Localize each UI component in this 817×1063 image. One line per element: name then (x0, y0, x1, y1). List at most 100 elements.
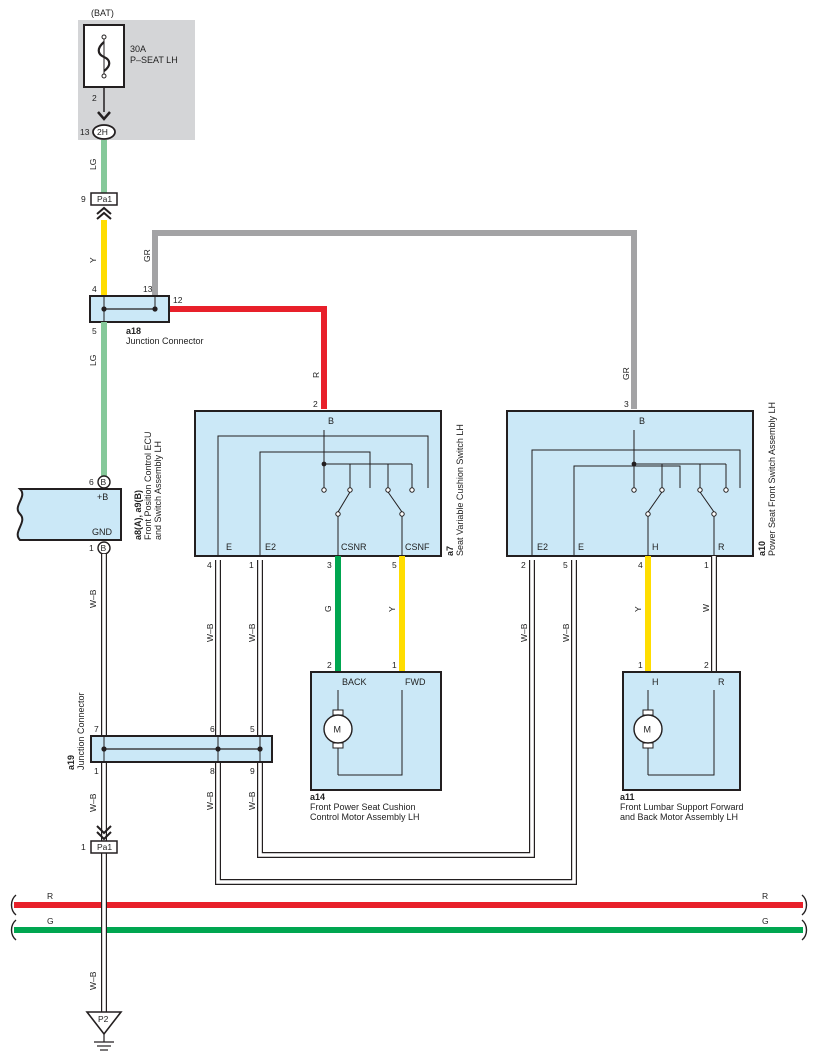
a18-pin-out: 5 (92, 326, 97, 336)
a19-pin-mid-bottom: 8 (210, 766, 215, 776)
a10-term-h: H (652, 542, 659, 552)
fuse-icon (97, 34, 111, 79)
a18-junction-connector: 13 12 5 a18 Junction Connector (89, 284, 204, 346)
a19-name: Junction Connector (76, 692, 86, 770)
a14-pin-fwd: 1 (392, 660, 397, 670)
a10-term-e2: E2 (537, 542, 548, 552)
a11-motor-stub-top (642, 709, 654, 716)
connector-pa1-top-chevron-icon (96, 206, 112, 220)
a11-name-line1: Front Lumbar Support Forward (620, 802, 744, 812)
ecu-name-line2: and Switch Assembly LH (153, 441, 163, 540)
a14-motor-label: M (334, 725, 342, 735)
ecu-connector-top-icon (97, 475, 111, 489)
connector-pa1-bottom (90, 840, 118, 854)
a10-term-e: E (578, 542, 584, 552)
connector-pa1-bottom-chevron-icon (96, 825, 112, 841)
wire-label-w-r: W (701, 604, 711, 612)
ecu-conn-letter-bottom: B (101, 543, 107, 553)
a11-name-line2: and Back Motor Assembly LH (620, 812, 738, 822)
a14-motor-stub-bottom (332, 742, 344, 749)
a18-pin-in: 4 (92, 284, 97, 294)
a19-pin-right-top: 5 (250, 724, 255, 734)
a7-box (194, 410, 442, 557)
a7-pin-e2: 1 (249, 560, 254, 570)
bus-left-break-icon (10, 894, 17, 941)
a19-id: a19 (66, 755, 76, 770)
connector-2h-icon (97, 111, 111, 121)
wire-label-y-top: Y (88, 257, 98, 263)
connector-pa1-top-pin: 9 (81, 194, 86, 204)
a10-pin-r: 1 (704, 560, 709, 570)
wire-label-y-h: Y (633, 606, 643, 612)
bus-right-break-icon (801, 894, 808, 941)
bus-label-g-right: G (762, 916, 769, 926)
ground-triangle-icon (85, 1011, 123, 1036)
a14-name-line1: Front Power Seat Cushion (310, 802, 416, 812)
a11-pin-r: 2 (704, 660, 709, 670)
ecu-plus-b: +B (97, 492, 108, 502)
connector-2h (92, 124, 116, 140)
fuse-amperage: 30A (130, 44, 146, 54)
a7-pin-e: 4 (207, 560, 212, 570)
wire-label-wb-e-a7-low: W–B (205, 791, 215, 810)
ecu-name-line1: Front Position Control ECU (143, 431, 153, 540)
a11-motor-icon (633, 714, 663, 744)
connector-pa1-bottom-label: Pa1 (97, 842, 112, 852)
wire-label-r-mid: R (311, 372, 321, 378)
a7-term-b: B (328, 416, 334, 426)
wire-label-wb-e-a7: W–B (205, 623, 215, 642)
a10-pin-b: 3 (624, 399, 629, 409)
a7-name: Seat Variable Cushion Switch LH (455, 424, 465, 556)
bus-label-r-right: R (762, 891, 768, 901)
a14-term-fwd: FWD (405, 677, 426, 687)
wire-label-lg-mid: LG (88, 355, 98, 366)
a10-pin-e2: 2 (521, 560, 526, 570)
a14-motor-icon (323, 714, 353, 744)
a19-pin-left-bottom: 1 (94, 766, 99, 776)
wire-label-y-csnf: Y (387, 606, 397, 612)
bus-lines: R R G G (10, 891, 808, 941)
a7-term-e: E (226, 542, 232, 552)
wire-label-gr-left: GR (142, 249, 152, 262)
a10-name: Power Seat Front Switch Assembly LH (767, 402, 777, 556)
a14-id: a14 (310, 792, 325, 802)
ecu-id: a8(A), a9(B) (133, 490, 143, 540)
bus-label-r-left: R (47, 891, 53, 901)
wire-label-wb-e-a10: W–B (561, 623, 571, 642)
a10-term-b: B (639, 416, 645, 426)
a10-pin-e: 5 (563, 560, 568, 570)
ecu-pin-bottom: 1 (89, 543, 94, 553)
a11-motor: 1 2 H R M a11 Front Lumbar Support Forwa… (620, 660, 744, 822)
wire-label-wb-e2-a7: W–B (247, 623, 257, 642)
a10-pin-h: 4 (638, 560, 643, 570)
fuse-bat-label: (BAT) (91, 8, 114, 18)
a7-pin-csnf: 5 (392, 560, 397, 570)
connector-pa1-bottom-pin: 1 (81, 842, 86, 852)
a10-switch: 3 B E2 E H R 2 5 4 1 a10 Po (506, 399, 777, 570)
a18-id: a18 (126, 326, 141, 336)
a14-name-line2: Control Motor Assembly LH (310, 812, 420, 822)
a11-motor-label: M (644, 725, 652, 735)
a18-pin-gr: 13 (143, 284, 153, 294)
wire-label-wb-ground: W–B (88, 971, 98, 990)
a18-name: Junction Connector (126, 336, 204, 346)
a11-pin-h: 1 (638, 660, 643, 670)
wire-label-lg-top: LG (88, 159, 98, 170)
ecu-pin-top: 6 (89, 477, 94, 487)
a7-term-e2: E2 (265, 542, 276, 552)
wire-label-wb-e2-a7-low: W–B (247, 791, 257, 810)
connector-2h-pin: 13 (80, 127, 90, 137)
connector-2h-label: 2H (97, 127, 108, 137)
a18-pin-r: 12 (173, 295, 183, 305)
a10-id: a10 (757, 541, 767, 556)
fuse-name: P–SEAT LH (130, 55, 178, 65)
a19-pin-right-bottom: 9 (250, 766, 255, 776)
ecu-body (16, 488, 122, 541)
ecu-box: B 6 +B GND B 1 a8(A), a9(B) Front Positi… (16, 431, 163, 555)
a10-box (506, 410, 754, 557)
wire-label-g-csnr: G (323, 605, 333, 612)
ground-label: P2 (98, 1014, 109, 1024)
a10-term-r: R (718, 542, 725, 552)
wire-label-wb-e2-a10: W–B (519, 623, 529, 642)
